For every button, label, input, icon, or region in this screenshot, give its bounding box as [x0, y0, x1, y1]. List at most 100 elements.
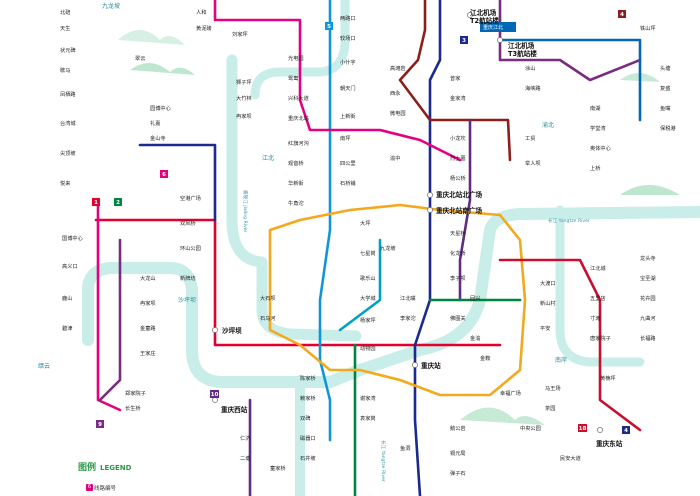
legend-line-badge: 6: [86, 484, 93, 491]
station-label: 大竹林: [236, 94, 252, 102]
station-label: 红旗河沟: [288, 139, 309, 147]
station-label: 曾家: [450, 74, 460, 82]
line-badge-4b: [622, 426, 630, 434]
line-badge-4: [618, 10, 626, 18]
station-label: 大学城: [360, 294, 376, 302]
station-label: 铁山坪: [640, 24, 656, 32]
line-cyan: [338, 238, 382, 332]
station-label: 童家桥: [270, 464, 286, 472]
station-label: 幸福广场: [500, 389, 521, 397]
station-label: 七星岗: [360, 249, 376, 257]
line-blue-west: [138, 143, 217, 222]
station-dot-t3: [497, 37, 503, 43]
yangtze-river: [82, 206, 700, 388]
line-badge-9: [96, 420, 104, 428]
area-jiulong: 九龙坡: [102, 2, 120, 10]
area-shapingba: 沙坪坝: [178, 296, 196, 304]
station-label: 学堂湾: [590, 124, 606, 132]
jialing-river-north: [250, 0, 350, 100]
station-label: 茶园: [545, 404, 555, 412]
station-label: 海峡路: [525, 84, 541, 92]
station-label: 高滩岩: [390, 64, 406, 72]
station-label: 狮子坪: [236, 78, 252, 86]
station-label: 工贸: [525, 134, 535, 142]
line-badge-5: [325, 22, 333, 30]
station-label: 上桥: [590, 164, 601, 172]
station-label: 长福路: [640, 334, 656, 342]
station-labels: 北碚天生状元碑歇马凤栖路台湾城尖顶坡悦来国博中心高义口鹿山碧津翠云园博中心礼嘉金…: [60, 8, 676, 477]
area-labels: 江北 沙坪坝 南岸 缙云 渝北 九龙坡: [38, 2, 567, 370]
station-label: 上新街: [340, 112, 356, 120]
station-label: 黄桷坪: [600, 374, 616, 382]
station-label: 碧津: [62, 324, 72, 332]
station-label: 园博中心: [150, 104, 171, 112]
station-label: 国博中心: [62, 234, 83, 242]
area-nanan: 南岸: [555, 356, 567, 364]
station-label: 兴科大道: [288, 94, 309, 102]
station-label: 石桥铺: [340, 179, 356, 187]
station-label: 天生: [60, 24, 70, 32]
station-label: 状元碑: [60, 46, 76, 54]
airport-t3-line2: T3航站楼: [508, 49, 537, 58]
station-label: 微电园: [390, 109, 406, 117]
metro-lines: [94, 0, 642, 496]
station-chongqing: 重庆站: [421, 361, 441, 370]
line-6: [213, 0, 462, 162]
station-label: 保税港: [660, 124, 676, 132]
station-label: 寸滩: [590, 314, 600, 322]
line-4: [398, 0, 512, 162]
station-label: 双碑: [300, 414, 310, 422]
airport-name: 重庆江北: [483, 24, 503, 31]
station-label: 冉家坝: [236, 112, 252, 120]
station-label: 大坪: [360, 219, 370, 227]
station-dot-chongqing: [412, 362, 418, 368]
station-dots: [212, 12, 603, 433]
station-label: 黄泥磅: [196, 24, 212, 32]
rivers: [82, 0, 700, 496]
station-label: 鹅公岩: [450, 424, 466, 432]
line-badge-18: [578, 424, 587, 432]
station-label: 小什字: [340, 58, 356, 66]
station-label: 金山寺: [150, 134, 166, 142]
station-label: 铜元局: [450, 449, 466, 457]
station-chongqing-north-s: 重庆北站南广场: [436, 206, 483, 215]
station-label: 鹿山: [62, 294, 72, 302]
airport-t2-line2: T2航站楼: [470, 16, 499, 25]
line-badge-10: [210, 390, 219, 398]
station-label: 仁济: [240, 434, 251, 442]
mountain-decor: [118, 30, 680, 425]
station-label: 尖顶坡: [60, 149, 76, 157]
airport-t2-line1: 江北机场: [470, 8, 497, 17]
station-label: 观音桥: [288, 159, 304, 167]
station-label: 牛角沱: [288, 199, 304, 207]
station-label: 宝圣湖: [640, 274, 656, 282]
station-label: 渝中: [390, 154, 400, 162]
station-label: 天星桥: [450, 229, 466, 237]
station-label: 陈家桥: [300, 374, 316, 382]
airport-block: 重庆江北 江北机场 T2航站楼 江北机场 T3航站楼: [470, 8, 537, 58]
station-label: 小龙坎: [450, 134, 466, 142]
river-labels: 嘉陵江 Jialing River 长江 Yangtze River 长江 Ya…: [242, 190, 590, 482]
station-label: 空港广场: [180, 194, 201, 202]
station-label: 杨家坪: [360, 316, 376, 324]
station-label: 人和: [196, 8, 206, 16]
line-badge-2: [114, 198, 122, 206]
station-label: 鱼洞: [400, 444, 410, 452]
station-label: 重庆北站: [288, 114, 309, 122]
station-label: 金鞍: [480, 354, 490, 362]
river-yangtze-2: 长江 Yangtze River: [380, 440, 387, 482]
river-yangtze: 长江 Yangtze River: [548, 217, 590, 224]
station-label: 动物园: [360, 344, 376, 352]
station-label: 金家湾: [450, 94, 466, 102]
station-dot-t2: [467, 12, 473, 18]
station-label: 龙头寺: [640, 254, 656, 262]
line-badge-10-text: 10: [211, 392, 219, 398]
station-label: 四公里: [340, 160, 356, 167]
station-label: 杨公桥: [450, 174, 466, 182]
station-label: 金童路: [140, 324, 156, 332]
station-label: 九曲河: [640, 314, 656, 322]
station-label: 弹子石: [450, 469, 466, 477]
station-label: 民安大道: [560, 454, 581, 462]
station-label: 光电园: [288, 54, 304, 62]
